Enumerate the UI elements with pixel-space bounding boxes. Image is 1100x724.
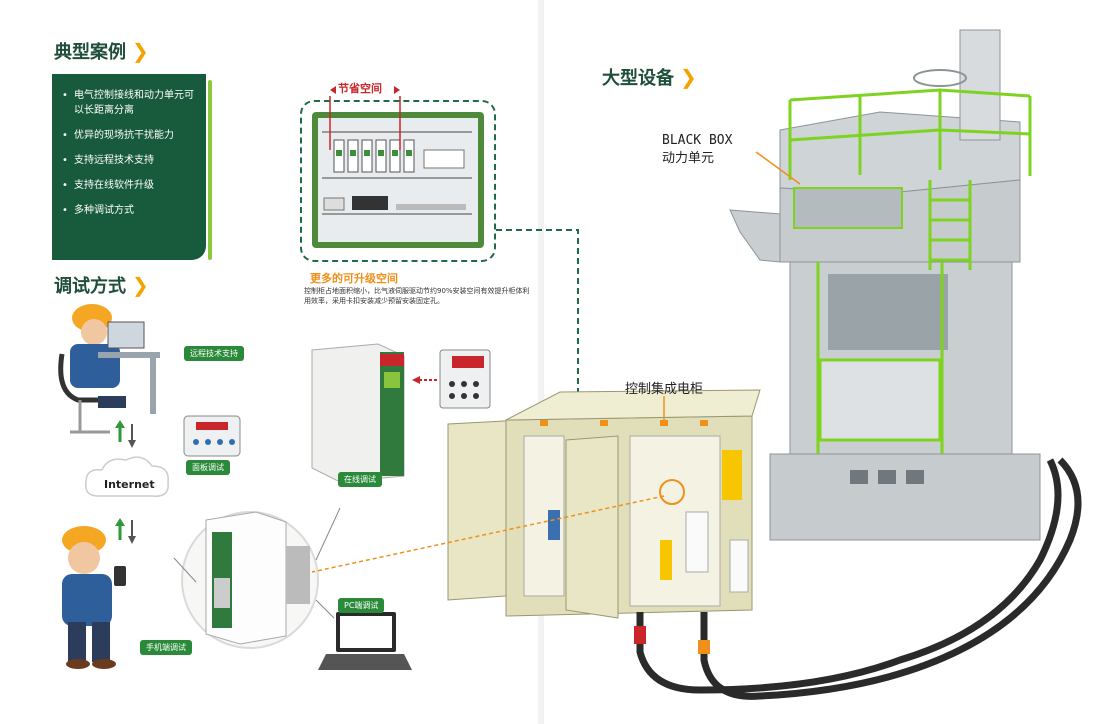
press-machine-illustration	[729, 29, 1041, 541]
tag-panel-debug: 面板调试	[186, 460, 230, 475]
tag-online-debug: 在线调试	[338, 472, 382, 487]
laptop-icon	[318, 612, 412, 670]
internet-cloud-icon	[85, 456, 169, 497]
module-zoom-illustration	[205, 511, 310, 645]
chevron-right-icon: ❯	[132, 39, 149, 63]
feature-item: 支持在线软件升级	[62, 178, 198, 193]
feature-item: 优异的现场抗干扰能力	[62, 128, 198, 143]
control-cabinet-illustration	[447, 389, 761, 619]
save-space-title: 节省空间	[338, 82, 382, 95]
tag-phone-debug: 手机端调试	[140, 640, 192, 655]
connector-line	[496, 229, 579, 420]
internet-label: Internet	[104, 478, 155, 491]
feature-item: 支持远程技术支持	[62, 153, 198, 168]
heading-large-equipment: 大型设备 ❯	[602, 64, 697, 90]
heading-text: 典型案例	[54, 42, 126, 63]
blackbox-label: BLACK BOX 动力单元	[662, 132, 732, 168]
blackbox-title: BLACK BOX	[662, 133, 733, 148]
upgrade-description: 控制柜占地面积缩小，比气液伺服驱动节约90%安装空间有效提升柜体利用效率，采用卡…	[304, 287, 530, 305]
blackbox-leader-line	[755, 151, 801, 185]
panel-debug-illustration	[183, 415, 241, 457]
cable-1	[636, 458, 1062, 694]
tag-pc-debug: PC端调试	[338, 598, 385, 613]
heading-text: 大型设备	[602, 68, 674, 89]
tag-remote-support: 远程技术支持	[184, 346, 244, 361]
heading-debug-methods: 调试方式 ❯	[54, 272, 149, 298]
compact-cabinet-illustration	[312, 86, 484, 248]
blackbox-subtitle: 动力单元	[662, 151, 715, 166]
network-arrows	[115, 420, 136, 544]
phone-engineer-illustration	[62, 526, 126, 669]
feature-panel: 电气控制接线和动力单元可以长距离分离 优异的现场抗干扰能力 支持远程技术支持 支…	[52, 74, 212, 260]
cabinet-label: 控制集成电柜	[625, 382, 704, 397]
remote-engineer-illustration	[58, 304, 160, 434]
page-fold	[538, 0, 544, 724]
heading-typical-cases: 典型案例 ❯	[54, 38, 149, 64]
heading-text: 调试方式	[54, 276, 126, 297]
debug-panel-illustration	[439, 349, 491, 409]
feature-item: 电气控制接线和动力单元可以长距离分离	[62, 88, 198, 118]
chevron-right-icon: ❯	[680, 65, 697, 89]
feature-item: 多种调试方式	[62, 203, 198, 218]
feature-list: 电气控制接线和动力单元可以长距离分离 优异的现场抗干扰能力 支持远程技术支持 支…	[62, 88, 198, 218]
chevron-right-icon: ❯	[132, 273, 149, 297]
save-space-frame	[300, 100, 496, 262]
cable-2	[700, 457, 1082, 700]
drive-module-illustration	[311, 343, 405, 483]
upgrade-title: 更多的可升级空间	[310, 272, 398, 285]
